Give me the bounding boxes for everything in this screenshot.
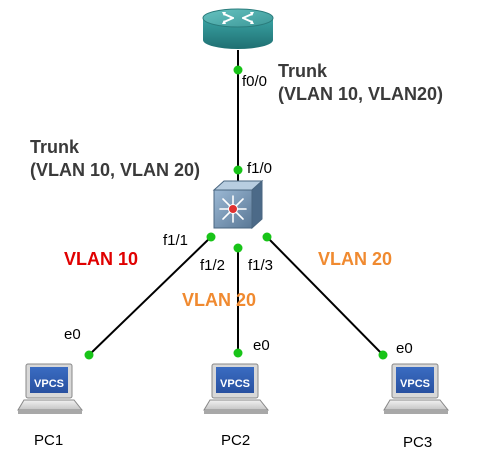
port-label-pc1-e0: e0 <box>64 326 81 343</box>
pc1-screen-label: VPCS <box>34 378 64 390</box>
port-label-pc3-e0: e0 <box>396 340 413 357</box>
port-indicators <box>84 65 388 360</box>
trunk-switch-vlans: (VLAN 10, VLAN 20) <box>30 160 201 180</box>
pc2-name: PC2 <box>221 432 251 449</box>
trunk-router-vlans: (VLAN 10, VLAN20) <box>278 84 444 104</box>
port-dot-pc2-e0 <box>233 348 243 358</box>
port-dot-switch-f1-2 <box>233 243 243 253</box>
pc1-icon[interactable] <box>17 363 84 414</box>
vlan-label-pc2: VLAN 20 <box>182 290 257 310</box>
link-switch-pc1 <box>87 235 213 357</box>
multilayer-switch-icon[interactable] <box>212 179 264 230</box>
port-label-switch-f1-3: f1/3 <box>248 257 274 274</box>
pc2-icon[interactable] <box>203 363 270 414</box>
port-dot-switch-f1-1 <box>206 232 216 242</box>
port-dot-switch-f1-3 <box>262 232 272 242</box>
port-label-switch-f1-0: f1/0 <box>247 160 273 177</box>
port-dot-pc3-e0 <box>378 350 388 360</box>
router-icon[interactable] <box>202 8 274 49</box>
port-label-switch-f1-1: f1/1 <box>163 232 189 249</box>
trunk-router-title: Trunk <box>278 61 328 81</box>
port-dot-router-f0-0 <box>233 65 243 75</box>
vlan-label-pc1: VLAN 10 <box>64 249 139 269</box>
pc1-name: PC1 <box>34 432 64 449</box>
trunk-annotation-router: Trunk (VLAN 10, VLAN20) <box>278 60 443 106</box>
port-label-pc2-e0: e0 <box>253 337 270 354</box>
link-switch-pc3 <box>265 235 384 356</box>
port-dot-switch-f1-0 <box>233 165 243 175</box>
port-label-switch-f1-2: f1/2 <box>200 257 226 274</box>
pc2-screen-label: VPCS <box>220 378 250 390</box>
pc3-icon[interactable] <box>383 363 450 414</box>
pc3-screen-label: VPCS <box>400 378 430 390</box>
pc3-name: PC3 <box>403 434 433 451</box>
port-dot-pc1-e0 <box>84 350 94 360</box>
trunk-annotation-switch: Trunk (VLAN 10, VLAN 20) <box>30 136 200 182</box>
port-label-router-f0-0: f0/0 <box>242 73 268 90</box>
vlan-label-pc3: VLAN 20 <box>318 249 393 269</box>
trunk-switch-title: Trunk <box>30 137 80 157</box>
